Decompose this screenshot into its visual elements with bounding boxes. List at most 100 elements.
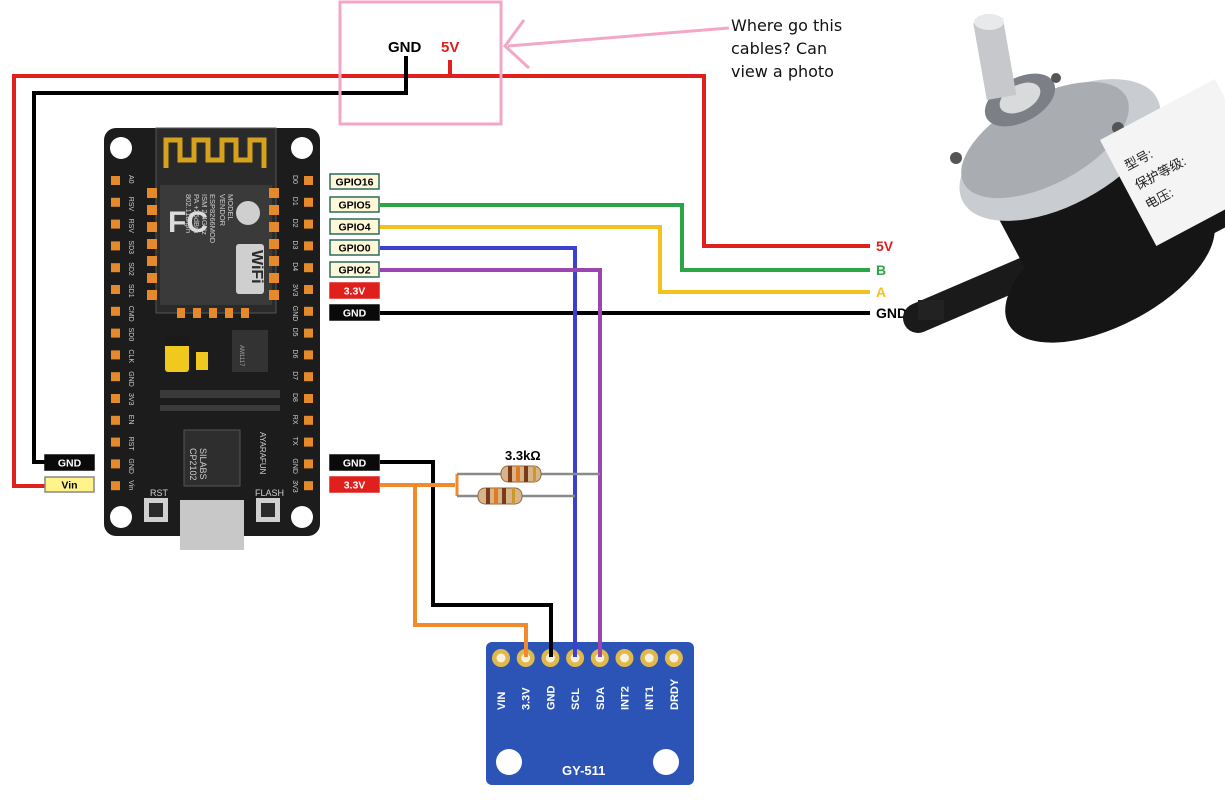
resistor-top [500,465,542,483]
mount-hole-icon [110,137,132,159]
svg-text:FLASH: FLASH [255,488,284,498]
svg-text:GPIO0: GPIO0 [338,243,370,255]
blue-scl-wire [380,246,577,652]
svg-text:GND: GND [127,371,134,387]
svg-text:GND: GND [58,458,82,470]
header-pin [111,176,120,185]
black-gnd-wire [32,56,408,464]
svg-text:A0: A0 [127,175,134,184]
pin-tag-gpio2: GPIO2 [329,261,380,278]
mount-hole-icon [653,749,679,775]
annotation-line: cables? Can [731,39,828,58]
green-b-wire [380,203,870,272]
svg-text:D0: D0 [291,175,298,184]
svg-text:TX: TX [291,437,298,446]
pin-tag-gpio16: GPIO16 [329,173,380,190]
sensor-pin-label: DRDY [669,678,681,710]
header-pin [304,241,313,251]
sensor-pin-label: 3.3V [521,687,533,710]
svg-text:SD1: SD1 [127,284,134,298]
header-pin [111,394,120,403]
encoder-label-gnd: GND [876,305,907,321]
svg-text:D6: D6 [291,349,298,358]
sensor-pin-label: INT1 [644,686,656,710]
mount-hole-icon [110,506,132,528]
header-pin [304,481,313,491]
svg-text:SD0: SD0 [127,328,134,342]
svg-text:3V3: 3V3 [291,480,298,493]
fc-logo-icon: FC [168,206,208,239]
pin-tag-gpio0: GPIO0 [329,239,380,256]
svg-text:D8: D8 [291,393,298,402]
header-pin [304,197,313,207]
svg-text:RST: RST [150,488,169,498]
header-pin [111,306,120,316]
header-pin [111,219,120,229]
right-pin-tags-low: GND 3.3V [329,454,380,493]
svg-text:RX: RX [291,415,298,425]
rotary-encoder-image: 型号: 保护等级: 电压: [903,14,1225,343]
header-pin [304,176,313,185]
pin-tag-left-1: Vin [44,476,95,493]
header-pin [111,481,120,491]
header-pin [304,350,313,360]
header-pin [111,197,120,207]
sensor-pin-label: VIN [496,692,508,710]
svg-text:GND: GND [127,458,134,474]
svg-text:D2: D2 [291,219,298,228]
pin-tag-gnd: GND [329,304,380,321]
red-5v-wire [12,74,870,488]
usb-connector-icon [180,500,244,550]
svg-text:RST: RST [127,437,134,452]
pin-tag-gpio4: GPIO4 [329,218,380,235]
svg-text:D5: D5 [291,328,298,337]
question-5v-label: 5V [441,39,459,56]
header-pin [304,306,313,316]
gy511-name: GY-511 [562,763,605,778]
wifi-logo-icon [236,244,264,294]
nodemcu-board: FC MODEL VENDOR ESP8266MOD ISM 2.4GHz PA… [104,127,320,550]
sensor-pin-label: INT2 [620,686,632,710]
svg-text:EN: EN [127,415,134,425]
svg-text:D3: D3 [291,240,298,249]
header-pin [111,328,120,338]
svg-text:SD2: SD2 [127,262,134,276]
encoder-label-b: B [876,262,886,278]
encoder-shaft-icon [973,18,1017,101]
pin-tag-gpio5: GPIO5 [329,196,380,213]
mount-hole-icon [496,749,522,775]
header-pin [304,394,313,403]
black-sensor-gnd-wire [380,460,553,652]
svg-text:ESP8266MOD: ESP8266MOD [208,194,217,244]
svg-text:GND: GND [291,306,298,322]
annotation-line: view a photo [731,62,834,81]
svg-text:GND: GND [291,458,298,474]
svg-text:RSV: RSV [127,197,134,212]
header-pin [304,372,313,382]
svg-text:SD3: SD3 [127,240,134,254]
header-pin [111,372,120,382]
svg-text:802.11b/g/n: 802.11b/g/n [184,194,193,233]
annotation-arrow [502,19,730,70]
mount-hole-icon [291,137,313,159]
header-pin [304,285,313,294]
svg-text:GPIO16: GPIO16 [336,177,374,189]
svg-text:PA +25dBm: PA +25dBm [192,194,201,233]
header-pin [111,350,120,360]
svg-text:D4: D4 [291,262,298,271]
svg-text:SILABS: SILABS [198,448,208,480]
svg-text:CLK: CLK [127,349,134,363]
usb-chip-icon [183,429,241,487]
sensor-pin-label: SCL [570,688,582,710]
svg-text:GND: GND [343,458,367,470]
pin-tag-33v: 3.3V [329,282,380,299]
antenna-icon [163,137,267,168]
header-pin [111,285,120,294]
svg-text:3.3V: 3.3V [344,480,366,492]
question-box: GND 5V [338,0,503,126]
pin-tag-low-1: 3.3V [329,476,380,493]
